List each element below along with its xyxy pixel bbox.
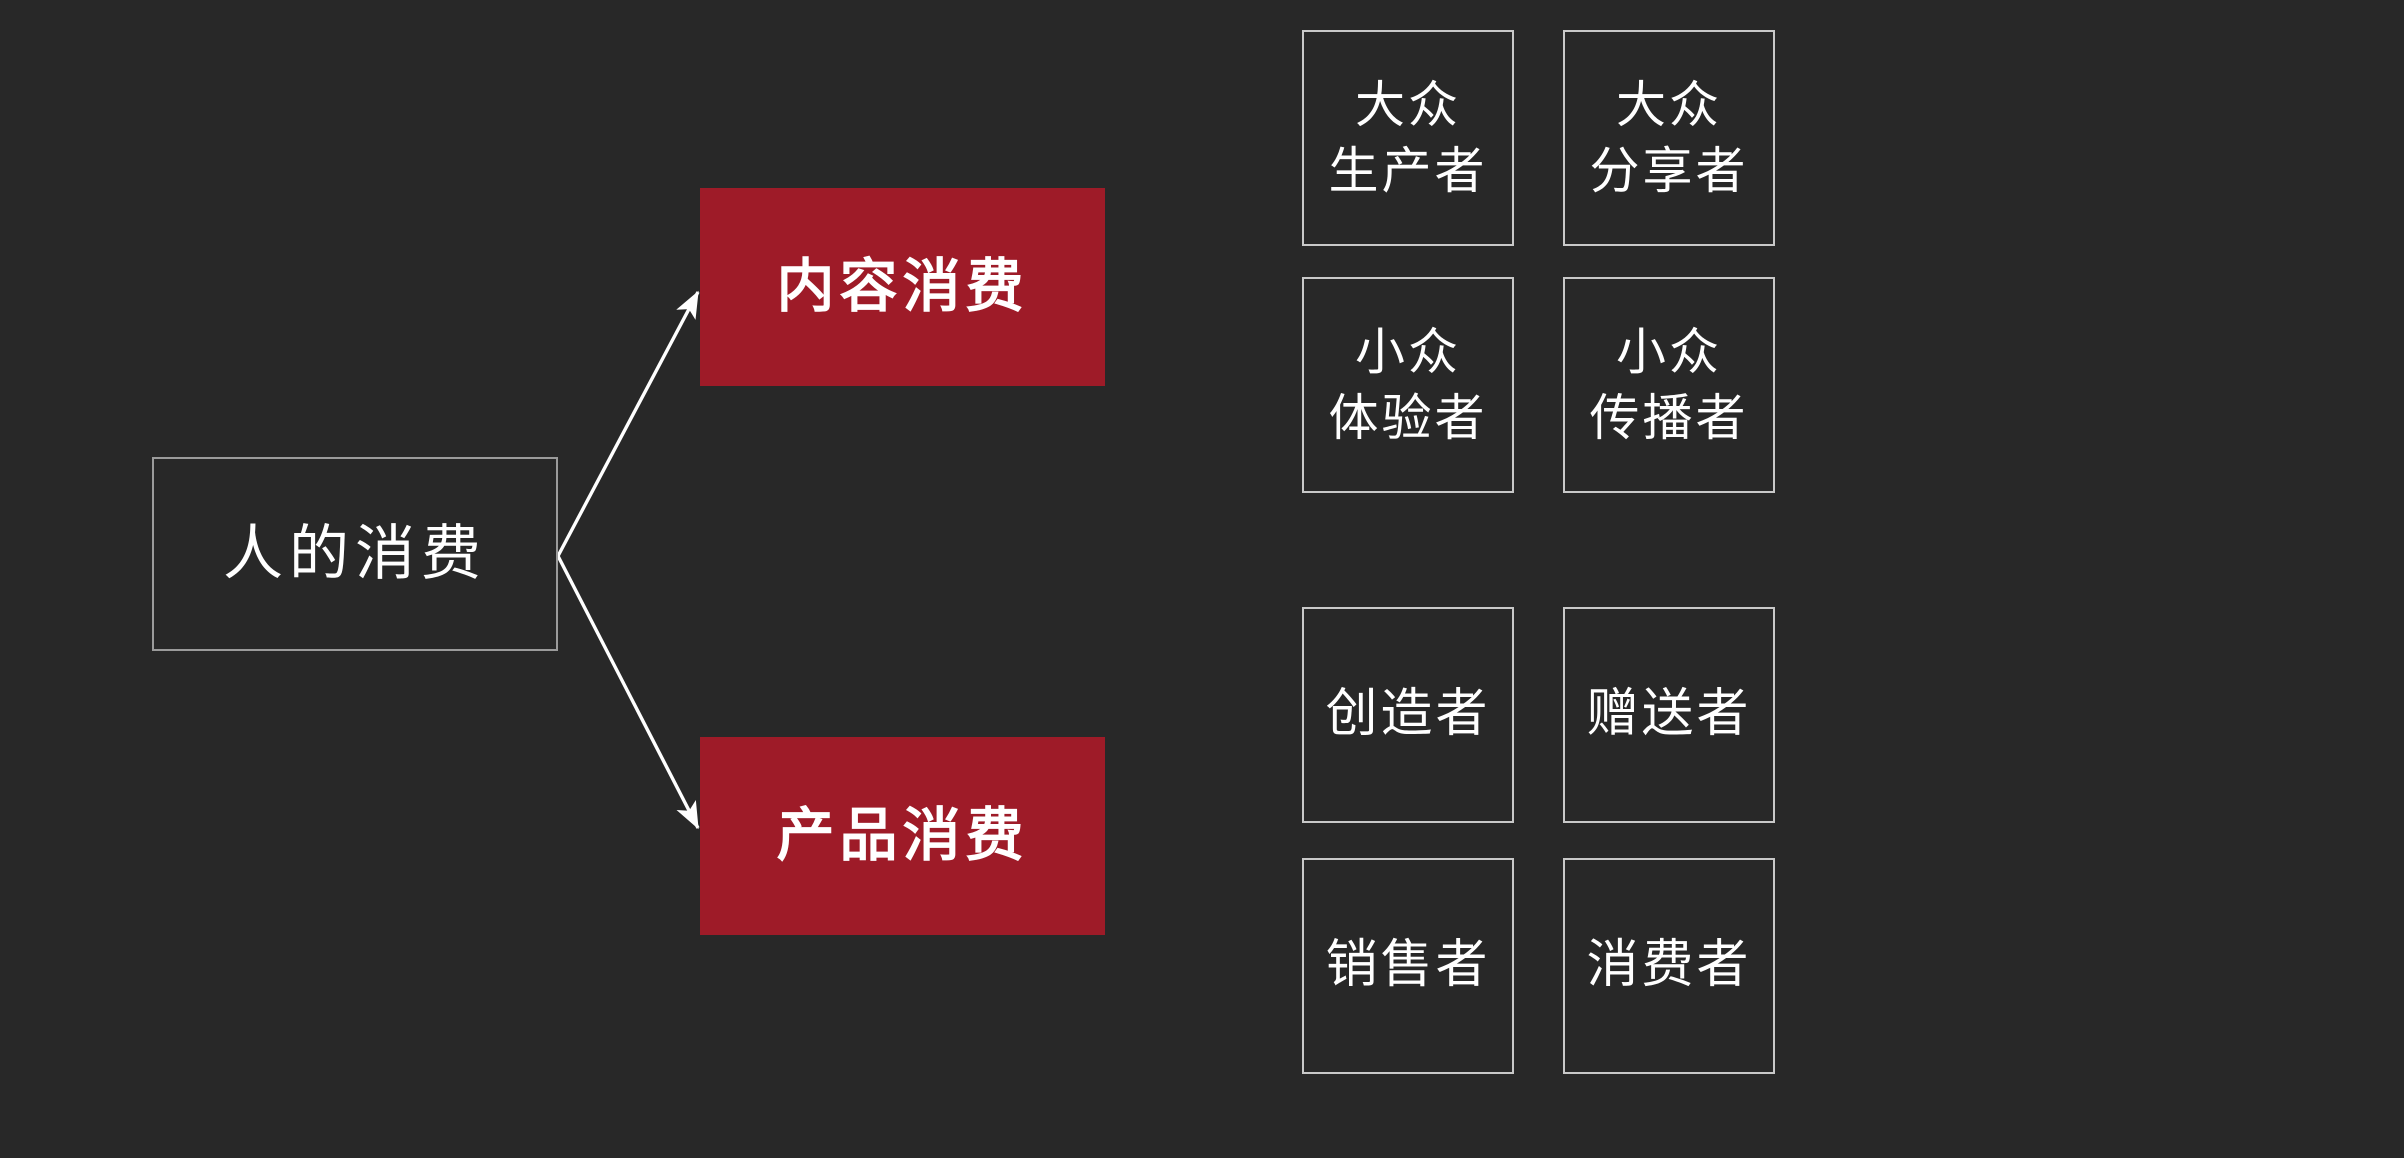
cell-niche-experiencer-line-1: 小众 — [1355, 324, 1461, 380]
cell-niche-experiencer[interactable]: 小众 体验者 — [1302, 277, 1514, 493]
connector-root-to-product — [556, 555, 700, 830]
cell-seller-label: 销售者 — [1325, 936, 1491, 995]
cell-mass-producer[interactable]: 大众 生产者 — [1302, 30, 1514, 246]
node-root[interactable]: 人的消费 — [152, 457, 558, 651]
cell-niche-spreader-line-2: 传播者 — [1589, 390, 1749, 446]
cell-mass-sharer-line-2: 分享者 — [1589, 143, 1749, 199]
connector-root-to-content — [556, 290, 700, 557]
cell-mass-producer-line-2: 生产者 — [1328, 143, 1488, 199]
cell-niche-spreader-line-1: 小众 — [1616, 324, 1722, 380]
cell-mass-sharer-line-1: 大众 — [1616, 77, 1722, 133]
cell-gifter[interactable]: 赠送者 — [1563, 607, 1775, 823]
node-content-consumption[interactable]: 内容消费 — [700, 188, 1105, 386]
cell-gifter-label: 赠送者 — [1586, 685, 1752, 744]
cell-creator-label: 创造者 — [1325, 685, 1491, 744]
cell-mass-sharer[interactable]: 大众 分享者 — [1563, 30, 1775, 246]
node-root-label: 人的消费 — [223, 519, 487, 587]
cell-consumer-label: 消费者 — [1586, 936, 1752, 995]
cell-seller[interactable]: 销售者 — [1302, 858, 1514, 1074]
cell-mass-producer-line-1: 大众 — [1355, 77, 1461, 133]
cell-niche-experiencer-line-2: 体验者 — [1328, 390, 1488, 446]
cell-consumer[interactable]: 消费者 — [1563, 858, 1775, 1074]
node-content-consumption-label: 内容消费 — [776, 253, 1029, 319]
node-product-consumption[interactable]: 产品消费 — [700, 737, 1105, 935]
cell-creator[interactable]: 创造者 — [1302, 607, 1514, 823]
cell-niche-spreader[interactable]: 小众 传播者 — [1563, 277, 1775, 493]
node-product-consumption-label: 产品消费 — [776, 802, 1029, 868]
